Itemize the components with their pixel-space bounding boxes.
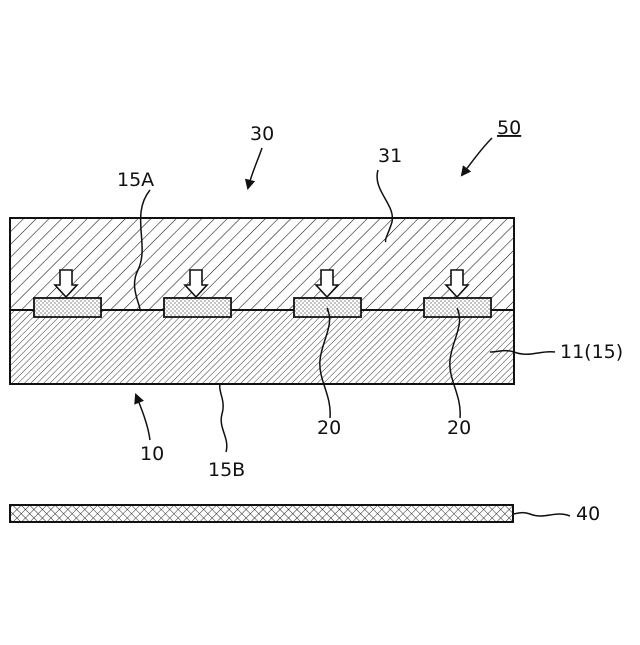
label-31: 31 bbox=[378, 145, 402, 167]
label-15a: 15A bbox=[117, 169, 154, 191]
leader-40 bbox=[512, 513, 570, 516]
lower-layer-11 bbox=[10, 310, 514, 384]
label-20-first: 20 bbox=[317, 417, 341, 439]
label-10: 10 bbox=[140, 443, 164, 465]
plate-40 bbox=[10, 505, 513, 522]
label-30: 30 bbox=[250, 123, 274, 145]
arrow-line-50 bbox=[462, 138, 492, 175]
upper-layer-31 bbox=[10, 218, 514, 310]
arrow-line-10 bbox=[136, 395, 150, 440]
label-50: 50 bbox=[497, 117, 521, 139]
arrow-line-30 bbox=[248, 148, 262, 188]
label-20-second: 20 bbox=[447, 417, 471, 439]
label-40: 40 bbox=[576, 503, 600, 525]
leader-15b bbox=[220, 384, 227, 452]
label-11-15: 11(15) bbox=[560, 341, 623, 363]
label-15b: 15B bbox=[208, 459, 245, 481]
